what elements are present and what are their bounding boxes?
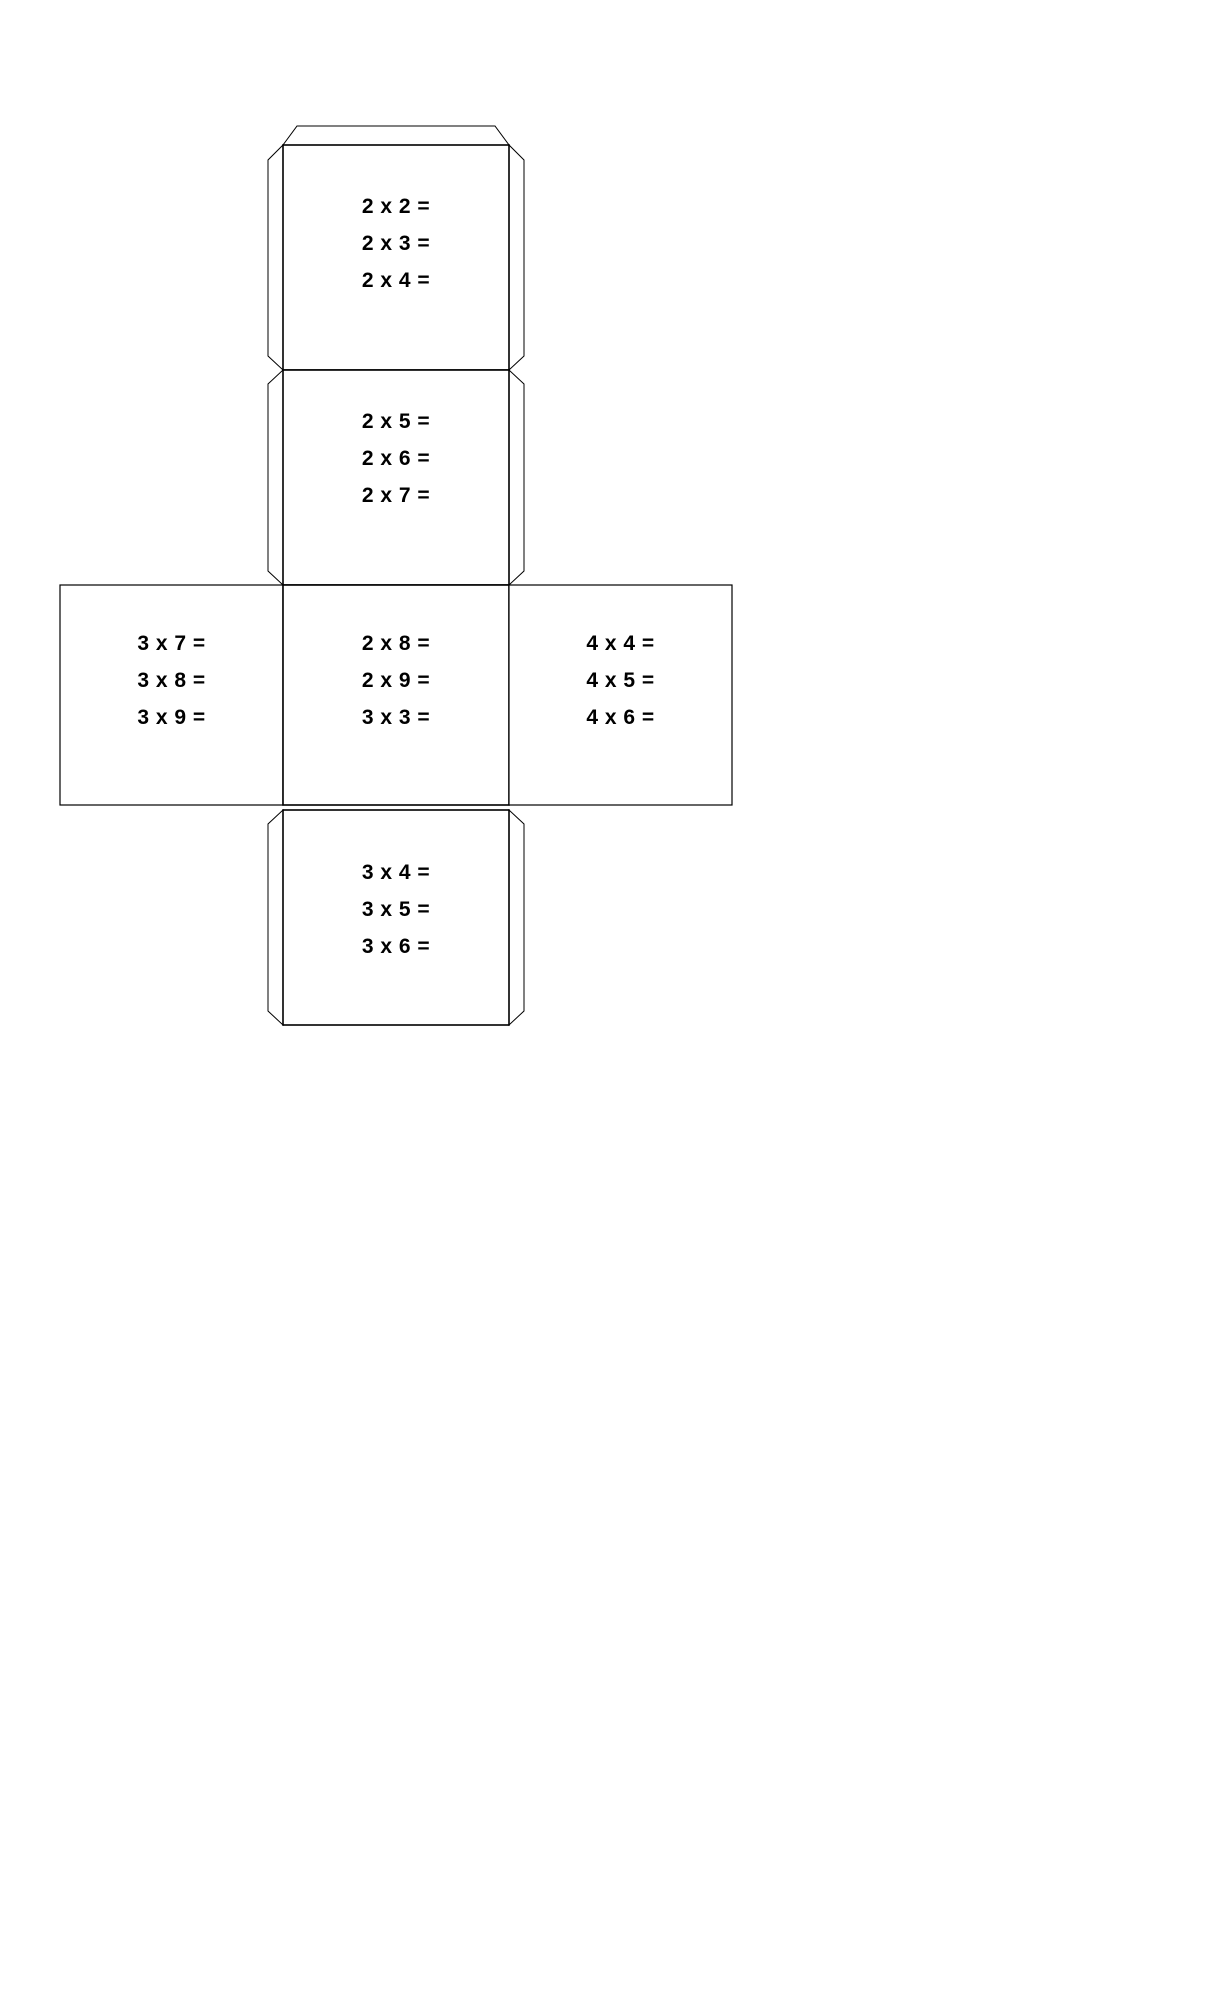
glue-tab-top: [282, 125, 510, 146]
glue-tab-upper-right: [508, 368, 525, 587]
face-bottom: [282, 809, 510, 1026]
glue-tab-top-left: [267, 143, 284, 372]
glue-tab-top-right: [508, 143, 525, 372]
face-left: [59, 584, 284, 806]
glue-tab-upper-left: [267, 368, 284, 587]
face-upper: [282, 369, 510, 586]
face-top: [282, 144, 510, 371]
face-center: [282, 584, 510, 806]
face-right: [508, 584, 733, 806]
glue-tab-bottom-right: [508, 808, 525, 1027]
glue-tab-bottom-left: [267, 808, 284, 1027]
